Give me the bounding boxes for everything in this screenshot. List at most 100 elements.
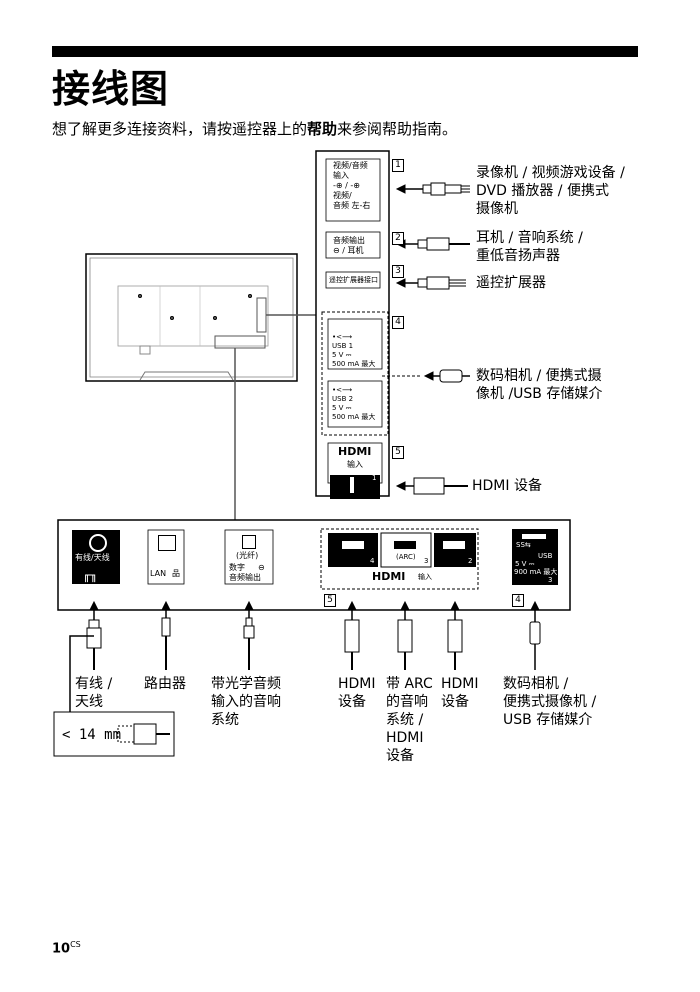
- bottom-panel: [57, 519, 571, 611]
- page-language-suffix: CS: [70, 940, 81, 949]
- network-icon: 品: [172, 569, 180, 578]
- page-number-value: 10: [52, 941, 71, 957]
- port-number-3: 3: [392, 265, 404, 278]
- optical-device-line-1: 带光学音频: [211, 676, 281, 692]
- port-number-4: 4: [392, 316, 404, 329]
- usb2-name: USB 2: [332, 395, 354, 403]
- optical-port-icon: [242, 535, 256, 549]
- optical-label-1: (光纤): [236, 551, 259, 560]
- hdmi-port-2: 2: [468, 557, 473, 565]
- usb-device-label: 数码相机 / 便携式摄 像机 /USB 存储媒介: [476, 367, 602, 403]
- arc-device-line-3: 系统 /: [386, 712, 424, 728]
- page-title: 接线图: [52, 67, 170, 111]
- coax-port-icon: [89, 534, 107, 552]
- usb1-current: 500 mA 最大: [332, 360, 376, 368]
- av-device-line-2: DVD 播放器 / 便携式: [476, 183, 609, 199]
- audio-out-port-label: 音频输出 ⊖ / 耳机: [333, 236, 365, 256]
- usb-bottom-device-line-3: USB 存储媒介: [503, 712, 593, 728]
- optical-device-line-3: 系统: [211, 712, 239, 728]
- usb-bottom-device-line-2: 便携式摄像机 /: [503, 694, 597, 710]
- page-number: 10CS: [52, 940, 81, 956]
- usb-icon: •<⟶: [332, 386, 353, 394]
- hdmi2-device-line-1: HDMI: [441, 676, 479, 692]
- usb1-port-label: •<⟶ USB 1 5 V ⎓ 500 mA 最大: [332, 333, 375, 369]
- usb3-voltage: 5 V ⎓: [515, 560, 535, 568]
- intro-text-2: 来参阅帮助指南。: [337, 120, 458, 138]
- hdmi-in-label: 输入: [347, 460, 363, 469]
- lan-port-label: LAN: [150, 569, 167, 578]
- hdmi-port-4: 4: [370, 557, 375, 565]
- port-number-5: 5: [392, 446, 404, 459]
- audio-out-label-2: ⊖ / 耳机: [333, 246, 364, 255]
- lan-port-icon: [158, 535, 176, 551]
- av-in-label-3: 视频/: [333, 191, 352, 200]
- port-number-5-bottom: 5: [324, 594, 336, 607]
- cable-device-line-2: 天线: [75, 694, 103, 710]
- usb3-logo: SS⇆: [516, 541, 531, 549]
- hdmi4-device-line-2: 设备: [338, 694, 366, 710]
- antenna-icon: ╓╖: [83, 568, 98, 582]
- optical-device-label: 带光学音频 输入的音响 系统: [211, 675, 281, 729]
- audio-device-line-1: 耳机 / 音响系统 /: [476, 230, 583, 246]
- audio-out-label-1: 音频输出: [333, 236, 365, 245]
- audio-device-label: 耳机 / 音响系统 / 重低音扬声器: [476, 229, 583, 265]
- av-device-label: 录像机 / 视频游戏设备 / DVD 播放器 / 便携式 摄像机: [476, 164, 625, 218]
- router-label: 路由器: [144, 676, 186, 692]
- usb3-port: 3: [548, 576, 553, 584]
- usb-icon: •<⟶: [332, 333, 353, 341]
- hdmi-port-1: 1: [372, 474, 377, 482]
- av-in-label-1: 视频/音频: [333, 161, 368, 170]
- av-in-label-2: 输入: [333, 171, 349, 180]
- hdmi-port-3: 3: [424, 557, 429, 565]
- av-in-port-label: 视频/音频 输入 -⊕ / -⊕ 视频/ 音频 左-右: [333, 161, 370, 211]
- connector-size-note: < 14 mm: [62, 727, 122, 743]
- audio-device-line-2: 重低音扬声器: [476, 248, 560, 264]
- port-number-1: 1: [392, 159, 404, 172]
- hdmi2-device-label: HDMI 设备: [441, 675, 479, 711]
- title-bar: [52, 46, 638, 57]
- usb-bottom-device-line-1: 数码相机 /: [503, 676, 569, 692]
- hdmi-device-label: HDMI 设备: [472, 478, 542, 494]
- cable-device-line-1: 有线 /: [75, 676, 113, 692]
- hdmi4-device-line-1: HDMI: [338, 676, 376, 692]
- arc-device-line-4: HDMI: [386, 730, 424, 746]
- usb-bottom-device-label: 数码相机 / 便携式摄像机 / USB 存储媒介: [503, 675, 596, 729]
- optical-device-line-2: 输入的音响: [211, 694, 281, 710]
- arc-device-line-5: 设备: [386, 748, 414, 764]
- hdmi-in-label-bottom: 输入: [418, 573, 432, 581]
- arc-device-label: 带 ARC 的音响 系统 / HDMI 设备: [386, 675, 433, 765]
- usb1-voltage: 5 V ⎓: [332, 351, 352, 359]
- usb2-port-label: •<⟶ USB 2 5 V ⎓ 500 mA 最大: [332, 386, 375, 422]
- intro-text-1: 想了解更多连接资料，请按遥控器上的: [52, 120, 308, 138]
- usb-device-line-1: 数码相机 / 便携式摄: [476, 368, 602, 384]
- cable-antenna-port-label: 有线/天线: [75, 553, 110, 562]
- tv-rear-view: [85, 253, 298, 382]
- optical-label-2: 数字: [229, 563, 245, 572]
- hdmi2-device-line-2: 设备: [441, 694, 469, 710]
- usb3-name: USB: [538, 552, 553, 560]
- hdmi-logo: HDMI: [338, 445, 372, 458]
- usb-device-line-2: 像机 /USB 存储媒介: [476, 386, 603, 402]
- usb2-current: 500 mA 最大: [332, 413, 376, 421]
- hdmi4-device-label: HDMI 设备: [338, 675, 376, 711]
- av-device-line-3: 摄像机: [476, 201, 518, 217]
- usb1-name: USB 1: [332, 342, 354, 350]
- arc-device-line-1: 带 ARC: [386, 676, 433, 692]
- arc-label: (ARC): [396, 553, 416, 561]
- port-number-4-bottom: 4: [512, 594, 524, 607]
- audio-out-icon: ⊖: [258, 563, 265, 572]
- av-device-line-1: 录像机 / 视频游戏设备 /: [476, 165, 625, 181]
- arc-device-line-2: 的音响: [386, 694, 428, 710]
- usb3-current: 900 mA 最大: [514, 568, 558, 576]
- av-in-jack-icon: -⊕ / -⊕: [333, 181, 360, 190]
- intro-text: 想了解更多连接资料，请按遥控器上的帮助来参阅帮助指南。: [52, 118, 457, 139]
- hdmi-logo-bottom: HDMI: [372, 570, 406, 583]
- cable-device-label: 有线 / 天线: [75, 675, 112, 711]
- av-in-label-4: 音频 左-右: [333, 201, 371, 210]
- optical-label-3: 音频输出: [229, 573, 261, 582]
- ir-blaster-label: 遥控扩展器接口: [329, 276, 378, 284]
- port-number-2: 2: [392, 232, 404, 245]
- ir-device-label: 遥控扩展器: [476, 275, 546, 291]
- usb2-voltage: 5 V ⎓: [332, 404, 352, 412]
